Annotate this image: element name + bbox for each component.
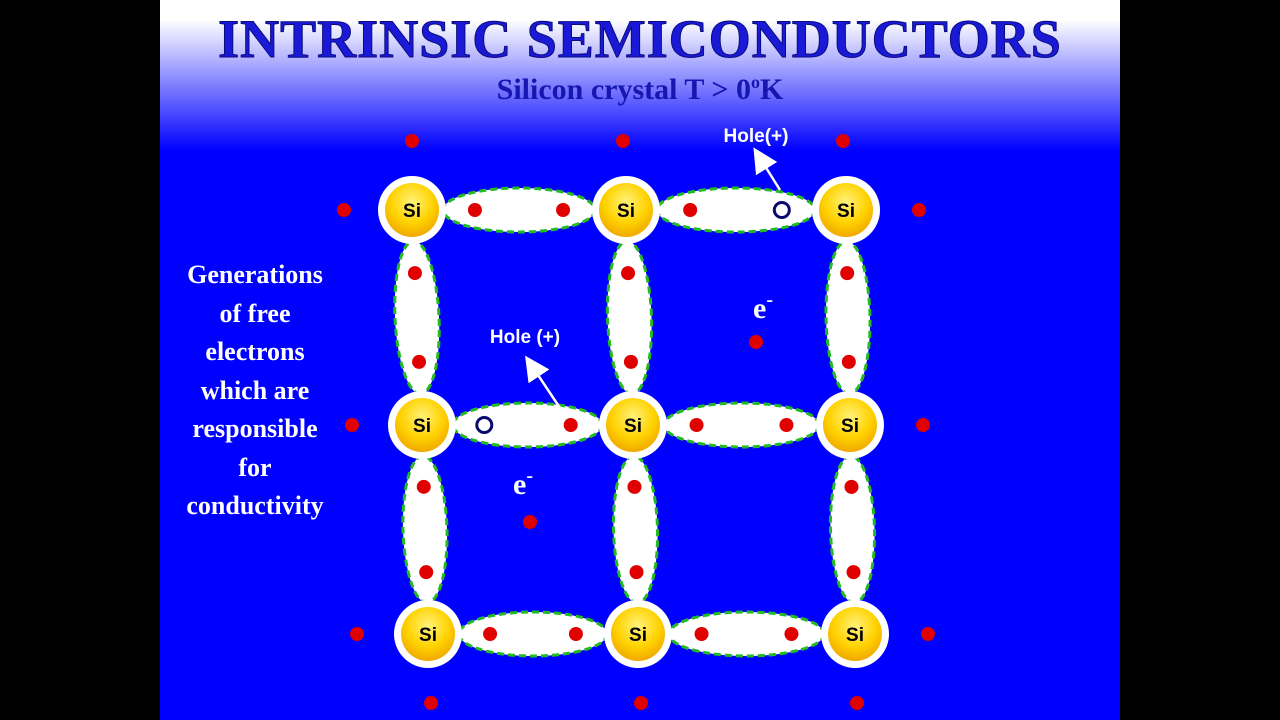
free-electron-label-upper: e- (753, 289, 773, 325)
bound-electron (483, 627, 498, 641)
covalent-bond (667, 610, 826, 658)
subtitle: Silicon crystal T > 0oK (160, 72, 1120, 107)
description-line: of free (219, 298, 291, 328)
bound-electron (568, 627, 583, 641)
electron-charge: - (766, 289, 773, 311)
bound-electron (629, 565, 644, 580)
electron-dot (337, 203, 351, 217)
electron-dot (749, 335, 763, 349)
electron-symbol: e (513, 468, 526, 501)
bound-electron (689, 418, 704, 432)
bound-electron (416, 479, 431, 494)
silicon-atom (385, 183, 439, 237)
silicon-atom-label: Si (629, 625, 647, 646)
holes (475, 201, 791, 434)
description-line: conductivity (186, 491, 324, 520)
bound-electron (419, 565, 434, 580)
covalent-bond (393, 239, 441, 396)
description-line: responsible (192, 414, 318, 443)
electron-dot (616, 134, 630, 148)
silicon-atom-label: Si (403, 201, 421, 222)
silicon-atom (828, 607, 882, 661)
free-electrons (337, 134, 935, 710)
bound-electron (846, 565, 861, 580)
hole-label-middle: Hole (+) (490, 327, 560, 348)
silicon-atom (395, 398, 449, 452)
page-title: INTRINSIC SEMICONDUCTORS (218, 9, 1062, 70)
bound-electron (683, 203, 698, 217)
covalent-bond (824, 239, 872, 396)
electron-dot (424, 696, 438, 710)
electron-dot (350, 627, 364, 641)
electron-dot (916, 418, 930, 432)
hole-marker (772, 201, 791, 219)
bound-electron (627, 479, 642, 494)
silicon-atom-label: Si (841, 416, 859, 437)
electron-dot (836, 134, 850, 148)
hole-arrow-middle (525, 355, 562, 409)
electron-dot (405, 134, 419, 148)
silicon-atom (819, 183, 873, 237)
covalent-bond (605, 239, 654, 396)
electron-charge: - (526, 465, 533, 487)
free-electron-label-lower: e- (513, 465, 533, 501)
description-line: electrons (205, 337, 305, 366)
electron-dot (921, 627, 935, 641)
covalent-bond (662, 401, 821, 449)
silicon-atom-label: Si (837, 201, 855, 222)
description-line: Generations (187, 260, 323, 289)
bound-electron (412, 354, 427, 369)
silicon-atom (599, 183, 653, 237)
electron-symbol: e (753, 292, 766, 325)
covalent-bond (611, 454, 660, 605)
silicon-atom-label: Si (413, 416, 431, 437)
bound-electron (779, 418, 794, 432)
silicon-atom-label: Si (617, 201, 635, 222)
subtitle-degree: o (751, 72, 760, 92)
silicon-atom (606, 398, 660, 452)
bound-electron (556, 203, 571, 217)
description-text: Generations of free electrons which are … (160, 256, 350, 526)
slide: INTRINSIC SEMICONDUCTORS Silicon crystal… (160, 0, 1120, 720)
bound-electron (841, 354, 856, 369)
bound-electron (621, 266, 636, 281)
silicon-atom (611, 607, 665, 661)
electron-dot (523, 515, 537, 529)
hole-marker (475, 416, 494, 434)
bound-electron (840, 266, 855, 281)
bound-electron (784, 627, 799, 641)
silicon-atom-label: Si (624, 416, 642, 437)
electron-dot (850, 696, 864, 710)
hole-arrow-top (753, 147, 782, 191)
electron-dot (634, 696, 648, 710)
covalent-bond (828, 454, 877, 605)
covalent-bond (441, 186, 597, 234)
bound-electron (563, 418, 578, 432)
electron-dot (345, 418, 359, 432)
covalent-bond (655, 186, 817, 234)
subtitle-text: Silicon crystal T > 0 (496, 73, 751, 106)
subtitle-unit: K (760, 73, 784, 106)
covalent-bond (401, 454, 449, 605)
covalent-bond (457, 610, 609, 658)
bound-electrons (407, 203, 861, 641)
silicon-atom-label: Si (846, 625, 864, 646)
bound-electron (467, 203, 482, 217)
description-line: for (238, 452, 272, 482)
bound-electron (844, 479, 859, 494)
silicon-atom (823, 398, 877, 452)
bound-electron (694, 627, 709, 641)
hole-label-top: Hole(+) (724, 126, 789, 147)
description-line: which are (200, 375, 310, 405)
silicon-atom (401, 607, 455, 661)
silicon-atom-label: Si (419, 625, 437, 646)
bound-electron (407, 266, 422, 281)
electron-dot (912, 203, 926, 217)
bound-electron (623, 354, 638, 369)
